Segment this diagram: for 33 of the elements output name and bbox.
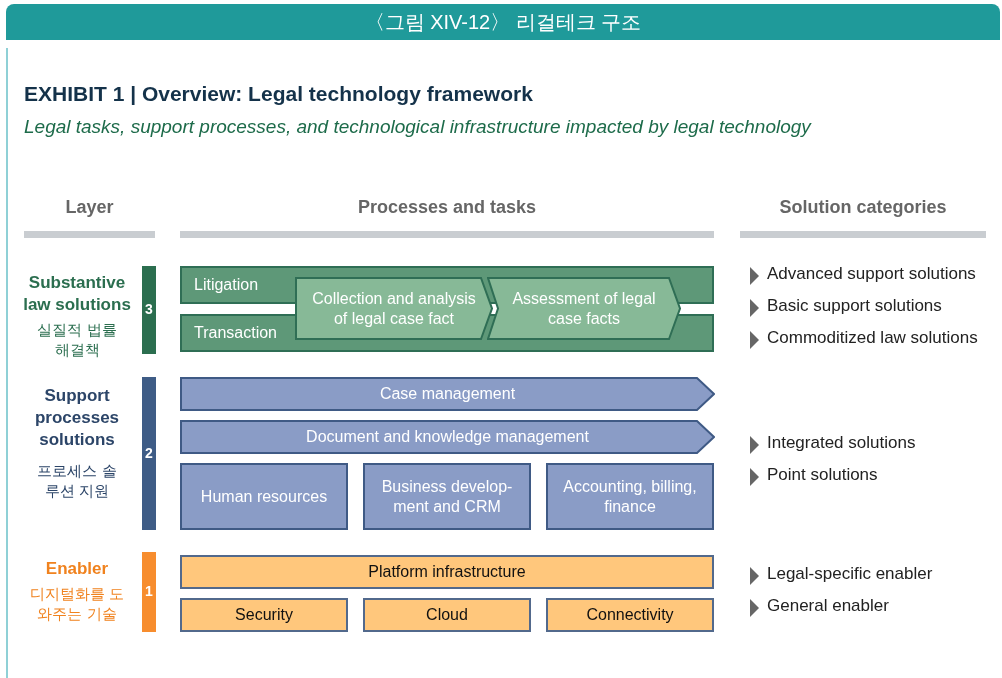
layer-number-bar: 2	[142, 377, 156, 530]
enabler-box: Connectivity	[546, 598, 714, 632]
exhibit-subtitle: Legal tasks, support processes, and technological infrastructure impacted by legal technology	[24, 116, 811, 138]
solution-category: Basic support solutions	[767, 296, 942, 316]
column-header: Layer	[64, 197, 115, 218]
process-box: Accounting, billing, finance	[546, 463, 714, 530]
exhibit-heading: EXHIBIT 1 | Overview: Legal technology framework	[24, 82, 533, 106]
solution-category: Point solutions	[767, 465, 878, 485]
layer-name-korean: 디지털화를 도와주는 기술	[28, 584, 126, 623]
solution-category: Legal-specific enabler	[767, 564, 933, 584]
enabler-box: Security	[180, 598, 348, 632]
layer-number-bar: 1	[142, 552, 156, 632]
solution-category: Commoditized law solutions	[767, 328, 978, 348]
task-step-box: Assessment of legal case facts	[487, 277, 681, 340]
layer-name-korean: 실질적 법률 해결책	[36, 320, 118, 359]
column-header: Processes and tasks	[356, 197, 538, 218]
title-banner: 〈그림 XIV-12〉 리걸테크 구조	[6, 4, 1000, 40]
column-header: Solution categories	[778, 197, 948, 218]
layer-number-bar: 3	[142, 266, 156, 354]
layer-name: Enabler	[44, 558, 110, 580]
process-box: Business develop- ment and CRM	[363, 463, 531, 530]
enabler-box: Platform infrastructure	[180, 555, 714, 589]
solution-category: General enabler	[767, 596, 889, 616]
layer-name: Support processes solutions	[33, 385, 121, 452]
enabler-box: Cloud	[363, 598, 531, 632]
solution-category: Integrated solutions	[767, 433, 916, 453]
process-band: Document and knowledge management	[180, 420, 715, 454]
solution-category: Advanced support solutions	[767, 264, 976, 284]
process-band: Case management	[180, 377, 715, 411]
task-step-box: Collection and analysis of legal case fact	[295, 277, 493, 340]
layer-name: Substantive law solutions	[22, 272, 132, 317]
process-box: Human resources	[180, 463, 348, 530]
layer-name-korean: 프로세스 솔루션 지원	[36, 461, 118, 500]
